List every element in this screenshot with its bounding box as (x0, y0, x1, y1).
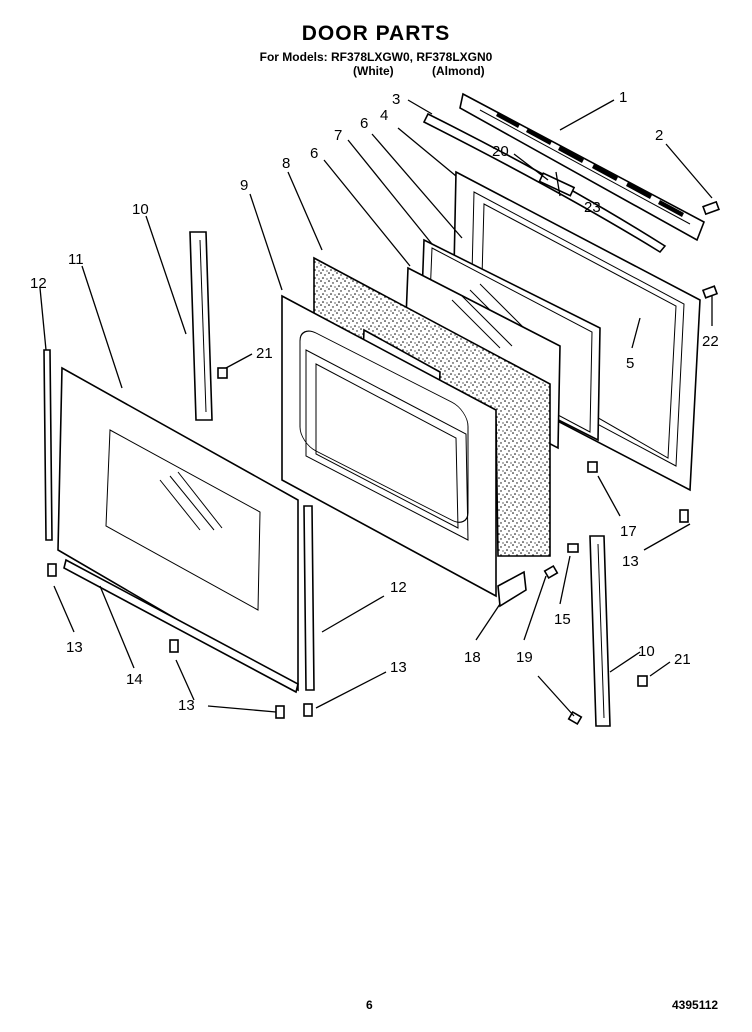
callout-15: 15 (554, 611, 571, 628)
vent-trim-part (459, 92, 706, 242)
callout-6b: 6 (310, 145, 318, 162)
bracket-part (497, 570, 527, 608)
callout-1: 1 (619, 89, 627, 106)
callout-18: 18 (464, 649, 481, 666)
hinge-part (589, 535, 611, 727)
callout-13d: 13 (178, 697, 195, 714)
screw-icon (702, 200, 720, 216)
models-line: For Models: RF378LXGW0, RF378LXGN0 (259, 50, 493, 64)
callout-9: 9 (240, 177, 248, 194)
screw-icon (47, 509, 689, 726)
clip-part (587, 461, 598, 473)
hinge-part (189, 231, 213, 421)
callout-13a: 13 (622, 553, 639, 570)
callout-13c: 13 (66, 639, 83, 656)
callout-23: 23 (584, 199, 601, 216)
clip-part (637, 675, 648, 687)
callout-17: 17 (620, 523, 637, 540)
page-number: 6 (366, 998, 373, 1012)
callout-19: 19 (516, 649, 533, 666)
callout-21a: 21 (256, 345, 273, 362)
clip-part (217, 367, 228, 379)
outer-door-glass-part (57, 366, 299, 692)
leader-lines (39, 99, 713, 717)
side-trim-part (303, 505, 315, 691)
callout-12a: 12 (30, 275, 47, 292)
callout-13b: 13 (390, 659, 407, 676)
callout-numbers: 1 2 3 4 6 7 6 8 9 10 11 12 20 23 22 5 21… (30, 89, 719, 714)
callout-4: 4 (380, 107, 388, 124)
callout-12b: 12 (390, 579, 407, 596)
callout-11: 11 (68, 251, 84, 268)
variant-white: (White) (353, 64, 394, 78)
page-title: DOOR PARTS (301, 22, 451, 45)
callout-8: 8 (282, 155, 290, 172)
callout-14: 14 (126, 671, 143, 688)
latch-part (538, 172, 576, 197)
callout-6a: 6 (360, 115, 368, 132)
callout-21b: 21 (674, 651, 691, 668)
variant-almond: (Almond) (432, 64, 485, 78)
callout-20: 20 (492, 143, 509, 160)
screw-icon (701, 285, 719, 299)
bottom-trim-part (63, 558, 299, 694)
callout-22: 22 (702, 333, 719, 350)
callout-5: 5 (626, 355, 634, 372)
callout-10a: 10 (132, 201, 149, 218)
door-frame-part (281, 294, 497, 598)
side-trim-part (43, 349, 53, 541)
callout-10b: 10 (638, 643, 655, 660)
callout-2: 2 (655, 127, 663, 144)
callout-7: 7 (334, 127, 342, 144)
callout-3: 3 (392, 91, 400, 108)
document-number: 4395112 (672, 998, 719, 1012)
